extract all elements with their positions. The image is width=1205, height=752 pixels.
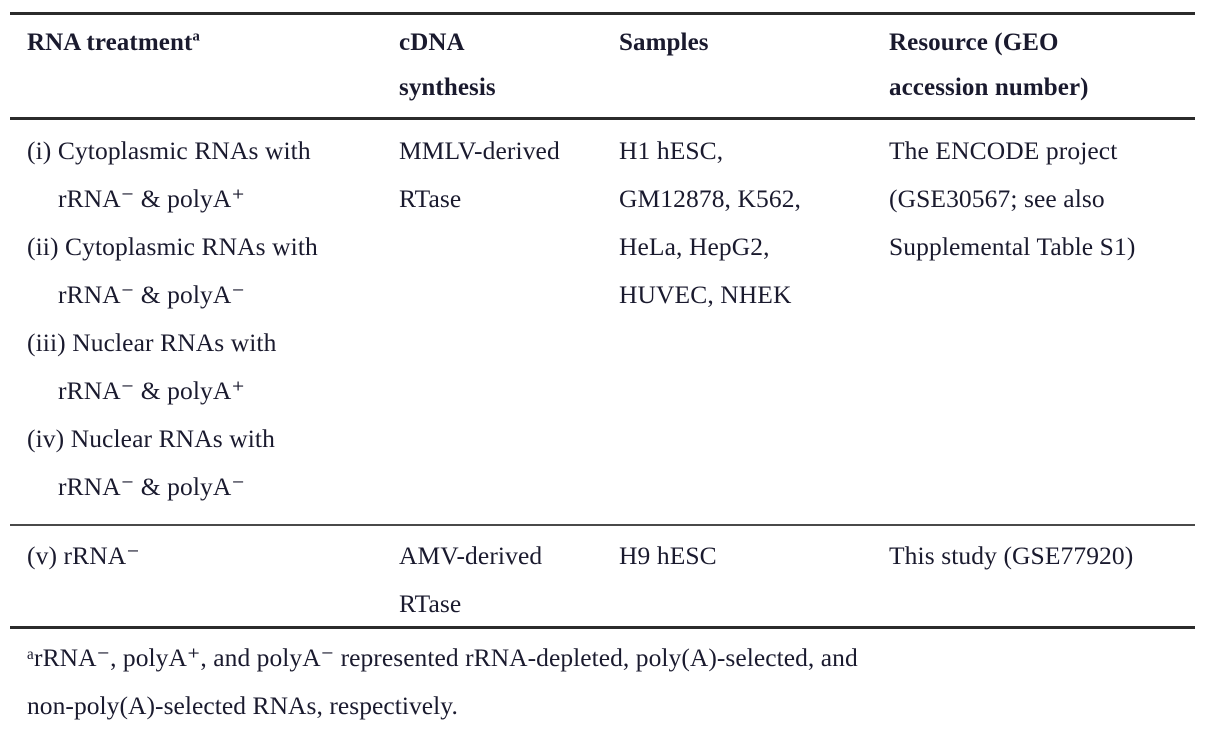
treatment-line: (i) Cytoplasmic RNAs with bbox=[27, 136, 311, 165]
treatment-line: (iv) Nuclear RNAs with bbox=[27, 424, 275, 453]
samples-line: H1 hESC, bbox=[619, 136, 724, 165]
column-header-samples-line2: Samples bbox=[619, 29, 709, 56]
treatment-line: (ii) Cytoplasmic RNAs with bbox=[27, 232, 318, 261]
resource-line: The ENCODE project bbox=[889, 136, 1118, 165]
samples-line: H9 hESC bbox=[619, 541, 717, 570]
cell-cdna-synthesis: MMLV-derived RTase bbox=[399, 127, 619, 223]
cdna-line: AMV-derived bbox=[399, 541, 543, 570]
column-header-resource: Resource (GEO accession number) bbox=[889, 20, 1195, 110]
table-header-row: RNA treatmenta cDNA synthesis Samples Re… bbox=[0, 20, 1205, 116]
treatment-line: rRNA⁻ & polyA⁺ bbox=[58, 184, 245, 213]
column-header-resource-line1: Resource (GEO bbox=[889, 29, 1059, 56]
column-header-cdna-synthesis-line1: cDNA bbox=[399, 29, 465, 56]
resource-line: This study (GSE77920) bbox=[889, 541, 1134, 570]
samples-line: HUVEC, NHEK bbox=[619, 280, 792, 309]
column-header-rna-treatment-superscript: a bbox=[192, 28, 200, 45]
cell-resource: The ENCODE project (GSE30567; see also S… bbox=[889, 127, 1195, 271]
footnote-line: non-poly(A)-selected RNAs, respectively. bbox=[27, 691, 458, 720]
table-footnote-rule bbox=[10, 626, 1195, 629]
table-header-rule bbox=[10, 117, 1195, 120]
resource-line: (GSE30567; see also bbox=[889, 184, 1105, 213]
cell-samples: H9 hESC bbox=[619, 532, 889, 580]
cell-rna-treatment: (v) rRNA⁻ bbox=[27, 532, 399, 580]
treatment-line: (iii) Nuclear RNAs with bbox=[27, 328, 277, 357]
treatment-line: rRNA⁻ & polyA⁻ bbox=[58, 472, 245, 501]
cell-resource: This study (GSE77920) bbox=[889, 532, 1195, 580]
column-header-cdna-synthesis: cDNA synthesis bbox=[399, 20, 619, 110]
column-header-rna-treatment-line2: RNA treatment bbox=[27, 29, 193, 56]
treatment-line: rRNA⁻ & polyA⁻ bbox=[58, 280, 245, 309]
column-header-rna-treatment: RNA treatmenta bbox=[27, 20, 399, 65]
cdna-line: RTase bbox=[399, 589, 462, 618]
column-header-cdna-synthesis-line2: synthesis bbox=[399, 74, 496, 101]
samples-line: GM12878, K562, bbox=[619, 184, 802, 213]
footnote-line: ᵃrRNA⁻, polyA⁺, and polyA⁻ represented r… bbox=[27, 643, 858, 672]
samples-line: HeLa, HepG2, bbox=[619, 232, 770, 261]
resource-line: Supplemental Table S1) bbox=[889, 232, 1136, 261]
cell-rna-treatment: (i) Cytoplasmic RNAs with rRNA⁻ & polyA⁺… bbox=[27, 127, 399, 511]
column-header-samples: Samples bbox=[619, 20, 889, 65]
cell-cdna-synthesis: AMV-derived RTase bbox=[399, 532, 619, 628]
column-header-resource-line2: accession number) bbox=[889, 74, 1089, 101]
cdna-line: MMLV-derived bbox=[399, 136, 560, 165]
treatment-line: (v) rRNA⁻ bbox=[27, 541, 140, 570]
table-mid-rule bbox=[10, 524, 1195, 526]
treatment-line: rRNA⁻ & polyA⁺ bbox=[58, 376, 245, 405]
table-footnote: ᵃrRNA⁻, polyA⁺, and polyA⁻ represented r… bbox=[27, 634, 1177, 730]
cdna-line: RTase bbox=[399, 184, 462, 213]
table-top-rule bbox=[10, 12, 1195, 15]
cell-samples: H1 hESC, GM12878, K562, HeLa, HepG2, HUV… bbox=[619, 127, 889, 319]
